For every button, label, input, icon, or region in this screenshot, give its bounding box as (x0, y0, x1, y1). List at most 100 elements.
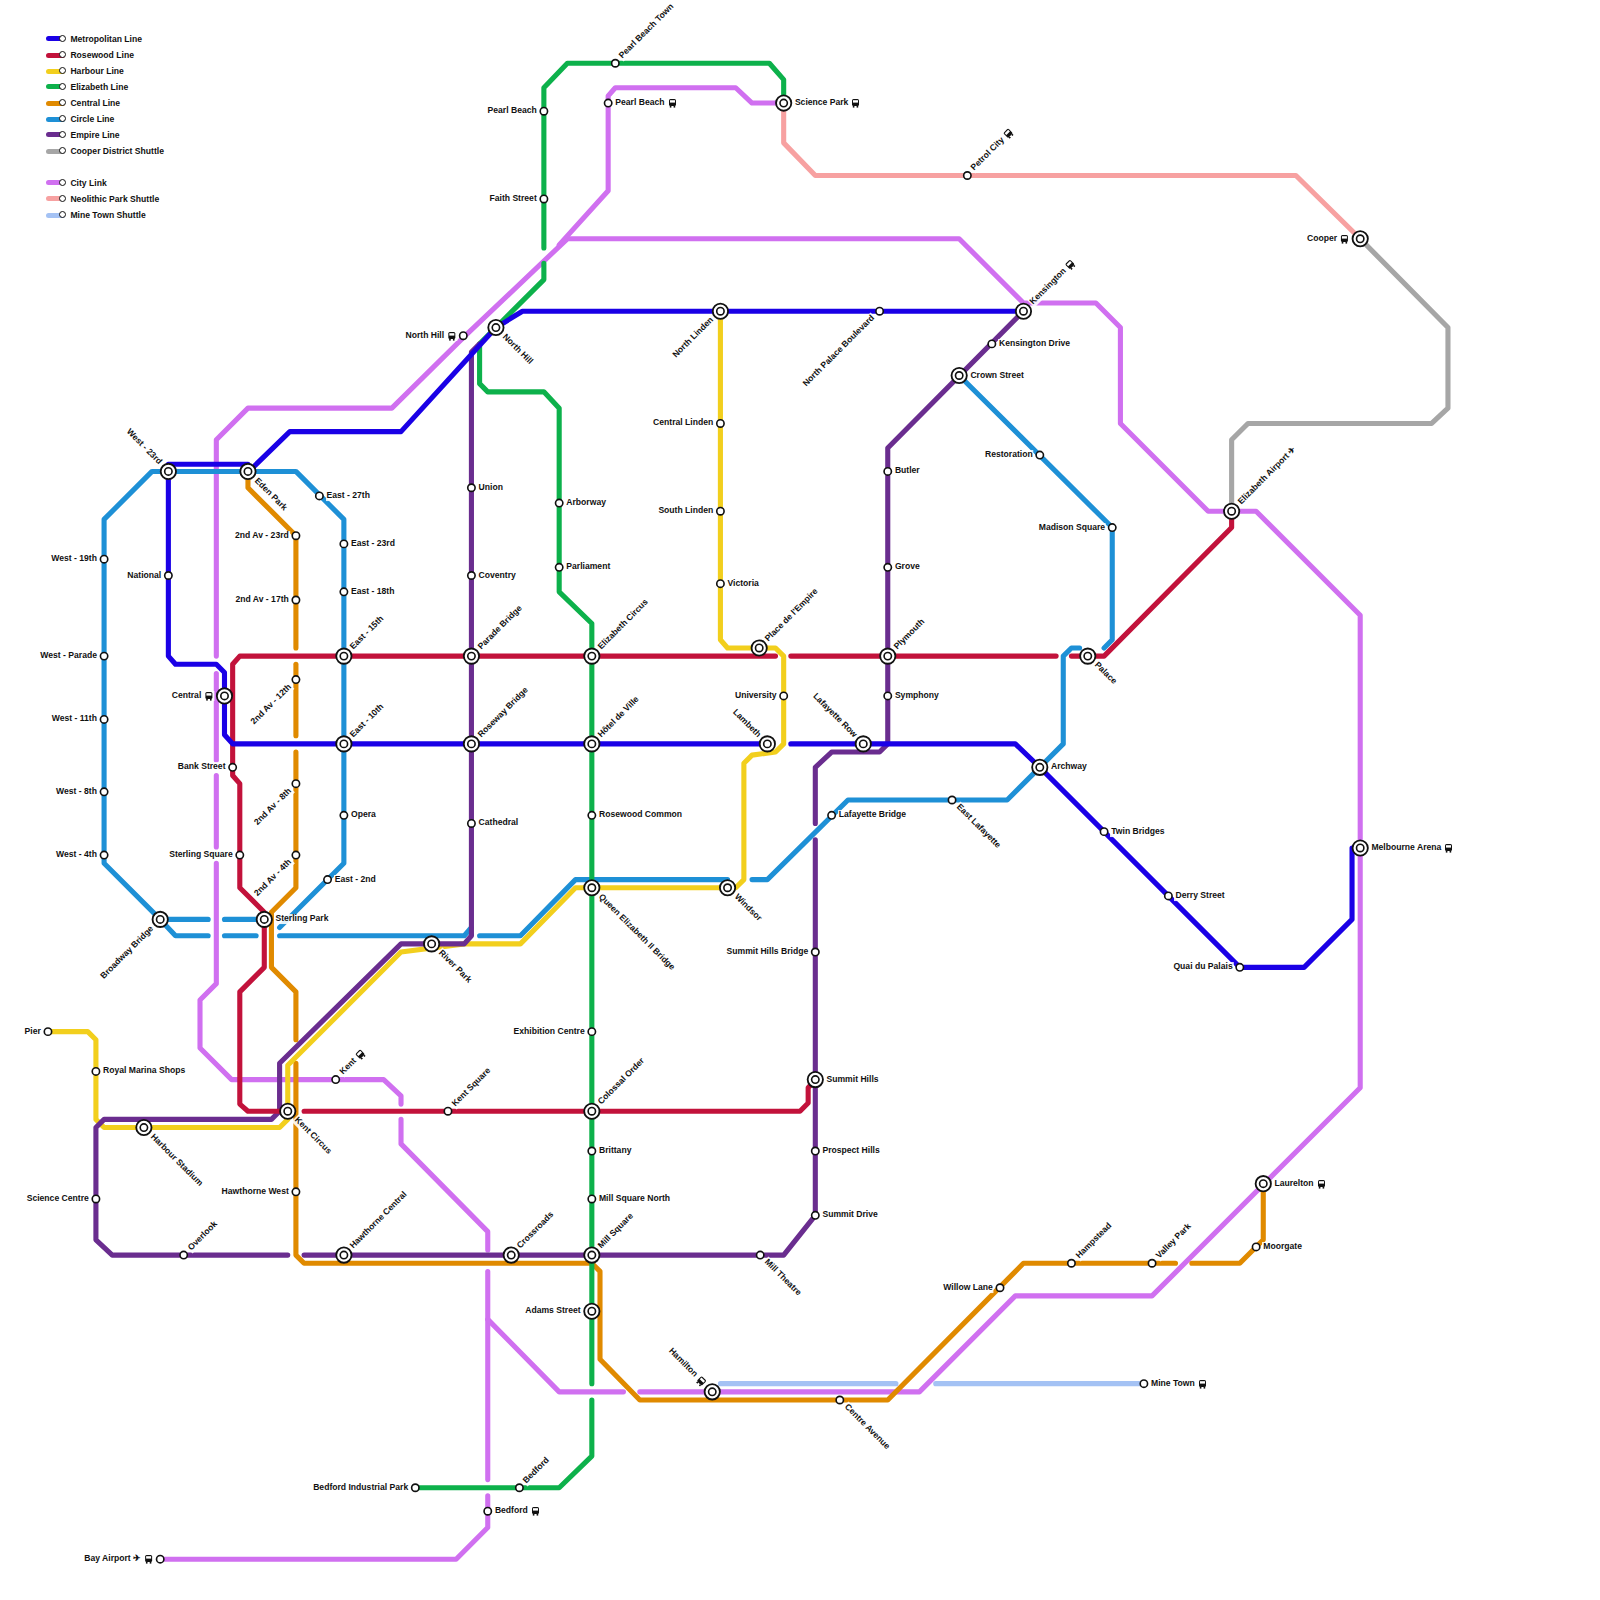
interchange-ring-inner (588, 1308, 595, 1315)
interchange-ring-inner (588, 1108, 595, 1115)
route-line (96, 344, 480, 1255)
bus-icon (1444, 843, 1453, 853)
station-name: Victoria (728, 579, 759, 589)
station-name: West - Parade (40, 651, 97, 661)
station-name: Harbour Stadium (148, 1132, 204, 1188)
route-line (936, 1381, 1144, 1386)
station-label: Hampstead (1073, 1220, 1114, 1261)
station-name: Rosewood Common (599, 810, 682, 820)
bus-wheel (1342, 242, 1344, 244)
legend-entry: Neolithic Park Shuttle (70, 194, 159, 204)
bus-wheel (210, 699, 212, 701)
station-label: Science Park (794, 98, 862, 108)
bus-body (1445, 844, 1452, 851)
station-name: Moorgate (1263, 1242, 1302, 1252)
station-name: Crossroads (516, 1210, 557, 1251)
station-dot (717, 508, 724, 515)
interchange-ring (217, 688, 232, 703)
bus-wheel (1450, 851, 1452, 853)
station-name: Queen Elizabeth II Bridge (596, 892, 676, 972)
interchange-ring-inner (588, 652, 595, 659)
route-line (233, 656, 776, 1111)
route-line (168, 471, 767, 743)
station-dot (100, 652, 107, 659)
legend-swatch (46, 180, 65, 185)
station-label: Eden Park (252, 475, 290, 513)
station-name: Pearl Beach (615, 98, 664, 108)
station-name: Valley Park (1154, 1222, 1193, 1261)
station-label: Kensington (1027, 257, 1077, 307)
interchange-ring (336, 1247, 351, 1262)
interchange-ring (584, 648, 599, 663)
station-name: Laurelton (1274, 1179, 1313, 1189)
station-dot (556, 499, 563, 506)
bus-body (1199, 1380, 1206, 1387)
bus-icon (204, 691, 213, 701)
bus-icon (531, 1506, 540, 1516)
station-dot (988, 340, 995, 347)
station-name: Bay Airport ✈ (84, 1554, 141, 1564)
station-name: Madison Square (1039, 523, 1105, 533)
station-name: Sterling Park (275, 914, 328, 924)
route-line (752, 648, 1080, 880)
legend-text: Metropolitan Line (70, 34, 142, 44)
station-name: Sterling Square (169, 850, 233, 860)
station-name: Parade Bridge (476, 604, 524, 652)
route-line (791, 744, 1352, 967)
station-dot (484, 1508, 491, 1515)
station-name: Parliament (566, 562, 610, 572)
interchange-ring (705, 1384, 720, 1399)
station-label: Adams Street (524, 1306, 581, 1316)
legend-swatch-dot (59, 115, 66, 122)
station-name: Broadway Bridge (99, 924, 156, 981)
legend-swatch-dot (59, 99, 66, 106)
station-dot (612, 60, 619, 67)
interchange-ring-inner (1260, 1180, 1267, 1187)
bus-body (355, 1050, 365, 1060)
station-dot (996, 1284, 1003, 1291)
interchange-ring-inner (812, 1076, 819, 1083)
station-label: East - 2nd (334, 875, 377, 885)
station-dot (556, 564, 563, 571)
station-label: Queen Elizabeth II Bridge (595, 891, 677, 973)
station-name: East - 27th (327, 491, 370, 501)
station-dot (588, 1147, 595, 1154)
bus-body (532, 1507, 539, 1514)
bus-wheel (146, 1562, 148, 1564)
bus-window (449, 333, 454, 335)
station-label: East Lafayette (954, 802, 1004, 852)
station-dot (292, 780, 299, 787)
legend-swatch (46, 36, 65, 41)
station-dot (316, 492, 323, 499)
station-dot (1140, 1380, 1147, 1387)
bus-wheel (1346, 242, 1348, 244)
route-line (1192, 1184, 1263, 1264)
legend-text: Mine Town Shuttle (70, 210, 145, 220)
station-dot (229, 764, 236, 771)
legend-text: Neolithic Park Shuttle (70, 194, 159, 204)
station-label: 2nd Av - 17th (234, 595, 289, 605)
station-name: Exhibition Centre (514, 1027, 585, 1037)
station-label: Twin Bridges (1110, 827, 1165, 837)
bus-body (205, 692, 212, 699)
bus-window (1200, 1381, 1205, 1383)
station-dot (468, 484, 475, 491)
station-dot (1068, 1260, 1075, 1267)
station-name: Royal Marina Shops (103, 1066, 185, 1076)
station-label: Willow Lane (942, 1283, 994, 1293)
route-line (720, 1381, 896, 1386)
station-label: Hawthorne West (221, 1187, 290, 1197)
station-dot (292, 532, 299, 539)
station-dot (836, 1396, 843, 1403)
interchange-ring-inner (165, 468, 172, 475)
interchange-ring (1032, 760, 1047, 775)
station-name: Mill Theatre (763, 1257, 804, 1298)
station-label: Bedford (494, 1506, 541, 1516)
station-label: North Palace Boulevard (801, 313, 878, 390)
station-name: Quai du Palais (1173, 962, 1232, 972)
station-name: 2nd Av - 8th (252, 786, 293, 827)
bus-wheel (449, 339, 451, 341)
interchange-ring (1016, 304, 1031, 319)
interchange-ring (240, 464, 255, 479)
station-dot (812, 948, 819, 955)
